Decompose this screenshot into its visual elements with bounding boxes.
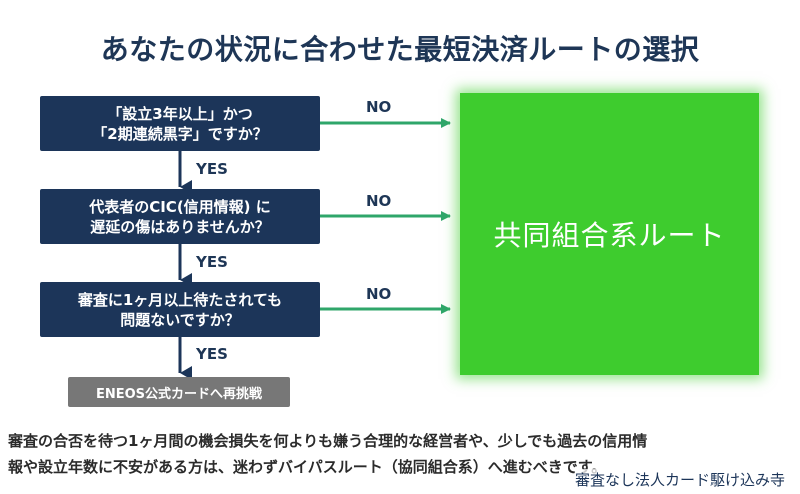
cooperative-route-label: 共同組合系ルート bbox=[493, 219, 726, 252]
site-watermark: 審査なし法人カード駆け込み寺 bbox=[575, 469, 786, 490]
description-line-1: 審査の合否を待つ1ヶ月間の機会損失を何よりも嫌う合理的な経営者や、少しでも過去の… bbox=[8, 432, 648, 450]
eneos-card-box: ENEOS公式カードへ再挑戦 bbox=[68, 377, 290, 407]
yes-label-3: YES bbox=[196, 345, 228, 363]
description-line-2: 報や設立年数に不安がある方は、迷わずバイパスルート（協同組合系）へ進むべきです。 bbox=[8, 458, 607, 476]
yes-label-2: YES bbox=[196, 253, 228, 271]
question-box-3: 審査に1ヶ月以上待たされても 問題ないですか？ bbox=[40, 282, 320, 337]
page-title: あなたの状況に合わせた最短決済ルートの選択 bbox=[100, 33, 700, 66]
no-label-1: NO bbox=[366, 98, 392, 116]
question-3-line1: 審査に1ヶ月以上待たされても bbox=[77, 290, 283, 309]
cooperative-route-box: 共同組合系ルート bbox=[460, 93, 759, 375]
question-2-line1: 代表者のCIC(信用情報) に bbox=[89, 197, 271, 216]
question-box-2: 代表者のCIC(信用情報) に 遅延の傷はありませんか？ bbox=[40, 189, 320, 244]
no-label-2: NO bbox=[366, 192, 392, 210]
question-1-line2: 「2期連続黒字」ですか？ bbox=[92, 124, 268, 143]
description-text: 審査の合否を待つ1ヶ月間の機会損失を何よりも嫌う合理的な経営者や、少しでも過去の… bbox=[8, 428, 798, 480]
question-box-1: 「設立3年以上」かつ 「2期連続黒字」ですか？ bbox=[40, 96, 320, 151]
question-2-line2: 遅延の傷はありませんか？ bbox=[90, 217, 270, 236]
no-label-3: NO bbox=[366, 285, 392, 303]
question-3-line2: 問題ないですか？ bbox=[120, 310, 240, 329]
yes-label-1: YES bbox=[196, 160, 228, 178]
question-1-line1: 「設立3年以上」かつ bbox=[107, 104, 253, 123]
